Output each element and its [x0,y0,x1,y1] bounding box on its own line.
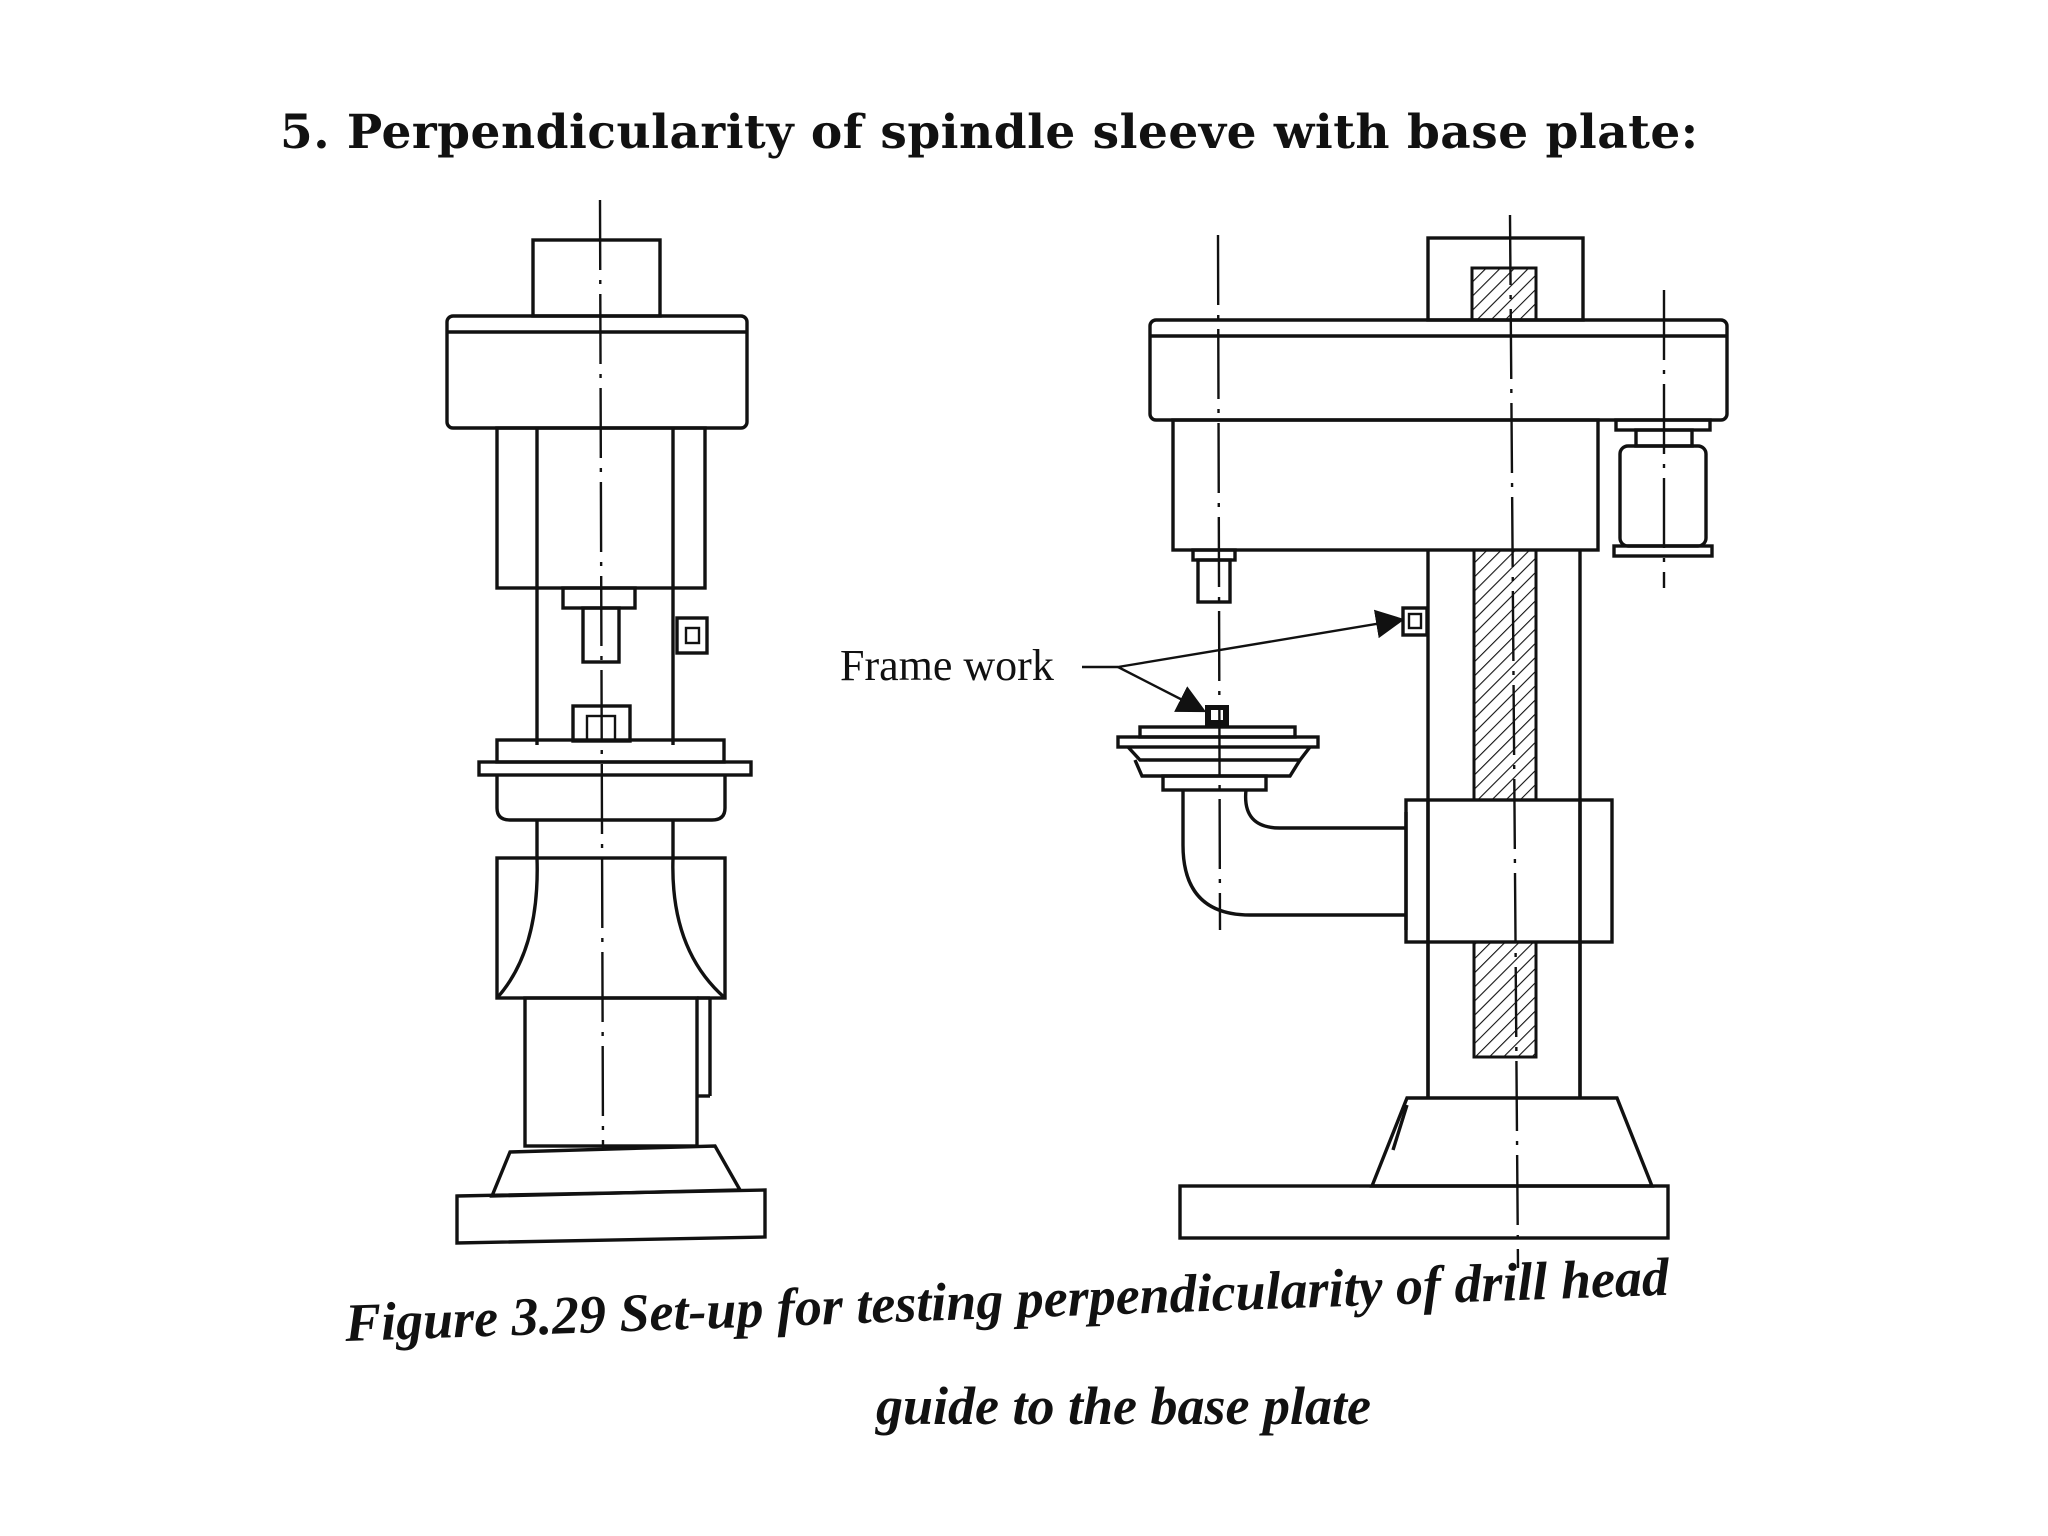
figure-caption-line2: guide to the base plate [876,1376,1371,1436]
leader-arrow-table [1117,665,1207,713]
side-base-plate [1178,1184,1670,1240]
front-base-pedestal [489,1144,743,1198]
frame-work-label: Frame work [840,641,1054,690]
section-heading: 5. Perpendicularity of spindle sleeve wi… [280,105,1699,160]
side-column-hatched-rod [1472,548,1538,802]
side-column-indicator [1401,606,1429,637]
leader-arrow-column [1117,609,1405,669]
side-table-arm [1243,789,1406,830]
side-view-drill [1116,214,1729,1269]
side-spindle-axis [1216,234,1222,931]
side-upper-hatched-rod [1470,266,1538,322]
front-view-drill [445,199,767,1245]
front-motor-housing [531,238,662,318]
front-work-table [477,760,753,777]
side-spindle-nose [1196,558,1232,604]
front-spindle-nose [561,586,637,610]
front-base-plate [455,1188,767,1245]
front-column [523,996,699,1148]
side-column-axis [1508,214,1520,1269]
side-gearbox [1171,418,1600,552]
front-frame-indicator [675,616,709,655]
frame-work-callout: Frame work [840,609,1405,713]
side-base-pedestal [1369,1096,1655,1188]
front-center-axis [598,199,605,1149]
